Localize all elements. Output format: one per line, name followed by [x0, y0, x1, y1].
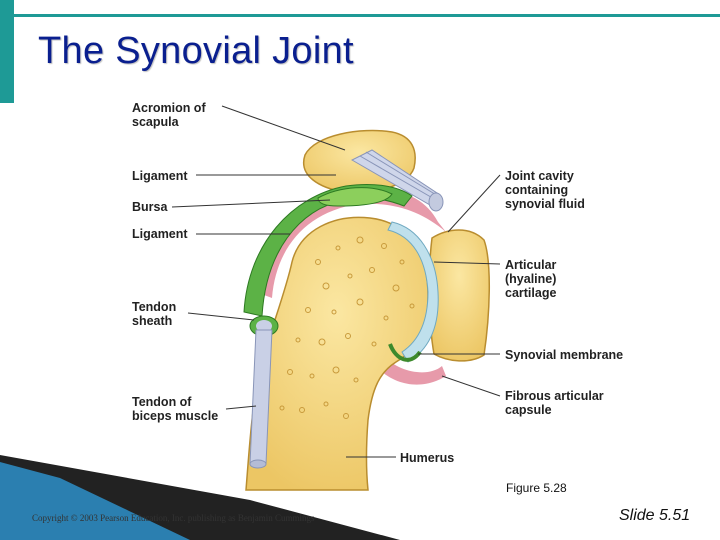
slide-corner-decoration: [0, 455, 400, 540]
fibrous-capsule-lower: [376, 356, 446, 385]
accent-bar: [0, 0, 14, 103]
slide-number: Slide 5.51: [619, 507, 691, 524]
label-humerus: Humerus: [400, 451, 454, 465]
bursa-shape: [317, 187, 393, 207]
leader-lines: [171, 105, 501, 458]
top-rule: [14, 14, 720, 17]
label-ligament-lower: Ligament: [132, 227, 188, 241]
label-synovial-membrane: Synovial membrane: [505, 348, 623, 362]
label-articular-cartilage: Articular (hyaline) cartilage: [505, 258, 560, 300]
label-tendon-biceps: Tendon of biceps muscle: [132, 395, 218, 423]
figure-caption: Figure 5.28: [506, 481, 567, 495]
label-tendon-sheath: Tendon sheath: [132, 300, 180, 328]
label-acromion: Acromion of scapula: [132, 101, 209, 129]
acromion-ligament-shape: [350, 149, 444, 212]
articular-cartilage-shape: [387, 221, 439, 363]
label-bursa: Bursa: [132, 200, 168, 214]
spongy-bone-texture: [279, 236, 415, 419]
label-fibrous-capsule: Fibrous articular capsule: [505, 389, 607, 417]
slide-title: The Synovial Joint: [38, 30, 354, 72]
diagram-labels: Acromion of scapula Ligament Bursa Ligam…: [132, 101, 623, 465]
synovial-membrane-shape: [388, 343, 422, 362]
label-joint-cavity: Joint cavity containing synovial fluid: [505, 169, 585, 211]
copyright-notice: Copyright © 2003 Pearson Education, Inc.…: [32, 513, 315, 523]
biceps-tendon-end: [249, 459, 267, 469]
label-ligament-upper: Ligament: [132, 169, 188, 183]
ligament-band-shape: [243, 183, 413, 317]
